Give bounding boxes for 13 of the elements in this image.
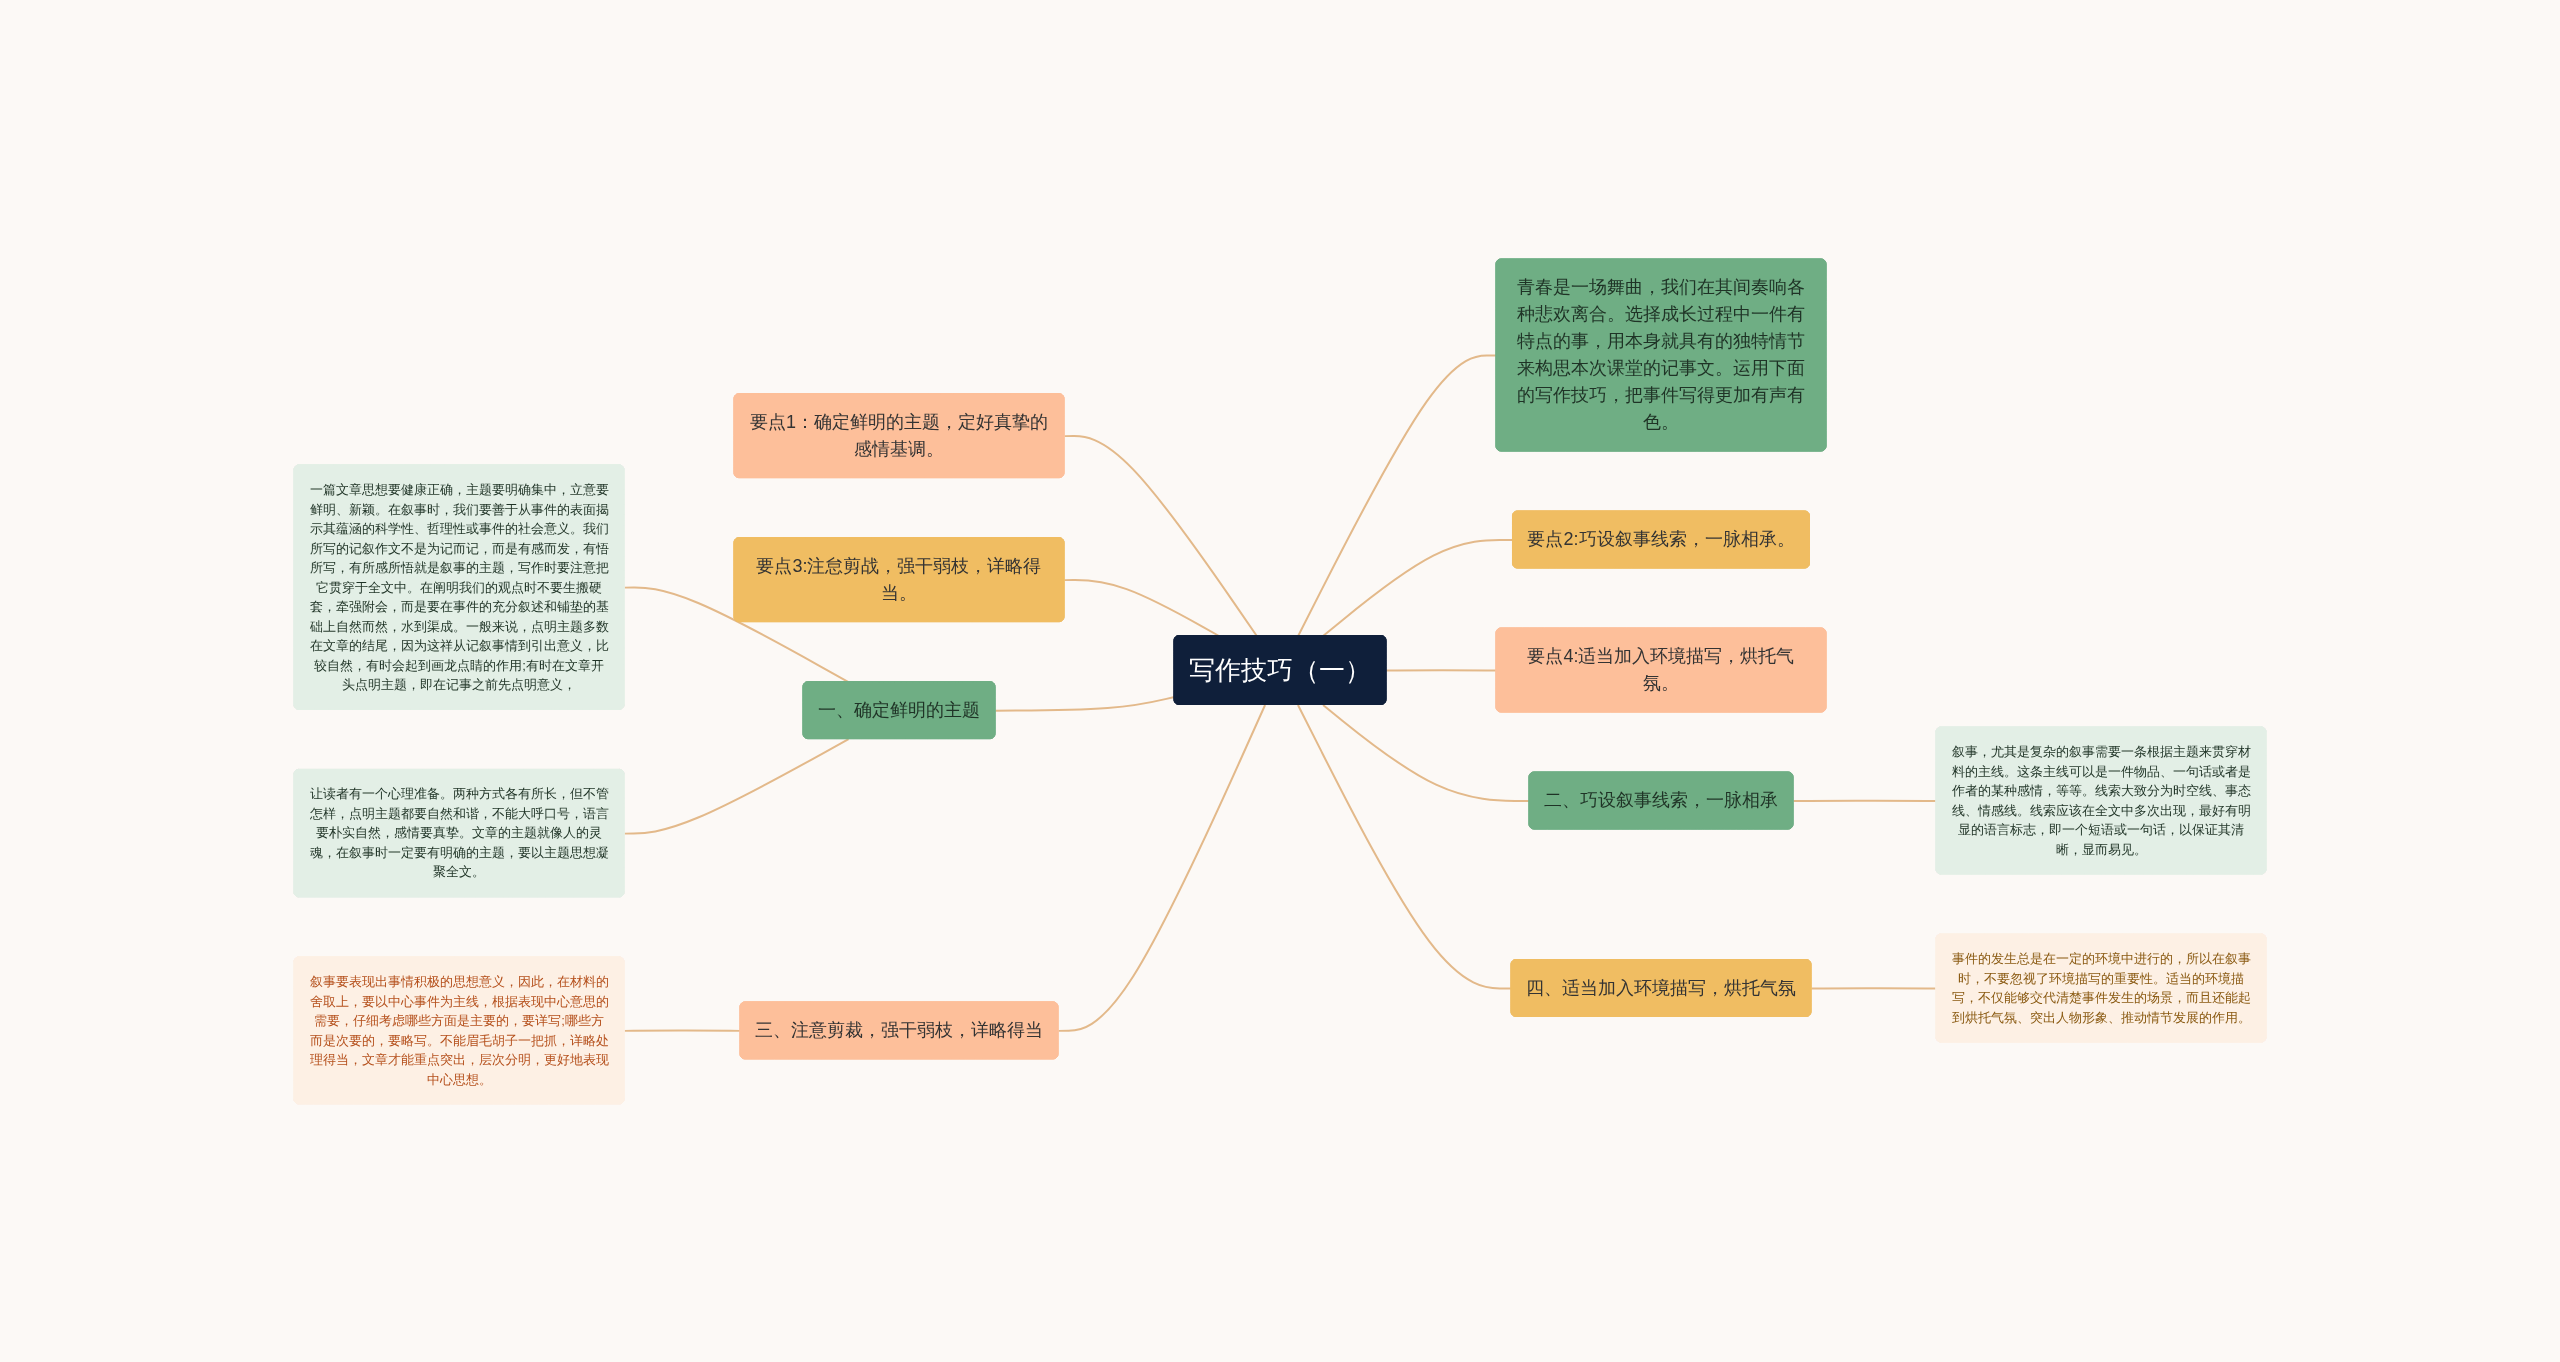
connector [994,695,1176,712]
connector [1057,703,1267,1032]
connector [623,1029,742,1032]
connector [1063,434,1258,637]
connector [1296,703,1513,990]
connector [1792,799,1938,802]
connector [1322,703,1531,802]
connector [1322,538,1514,637]
connector [1810,986,1938,990]
connector [1297,354,1498,637]
connector [623,586,850,683]
connector [1385,668,1498,672]
connector [623,737,850,835]
